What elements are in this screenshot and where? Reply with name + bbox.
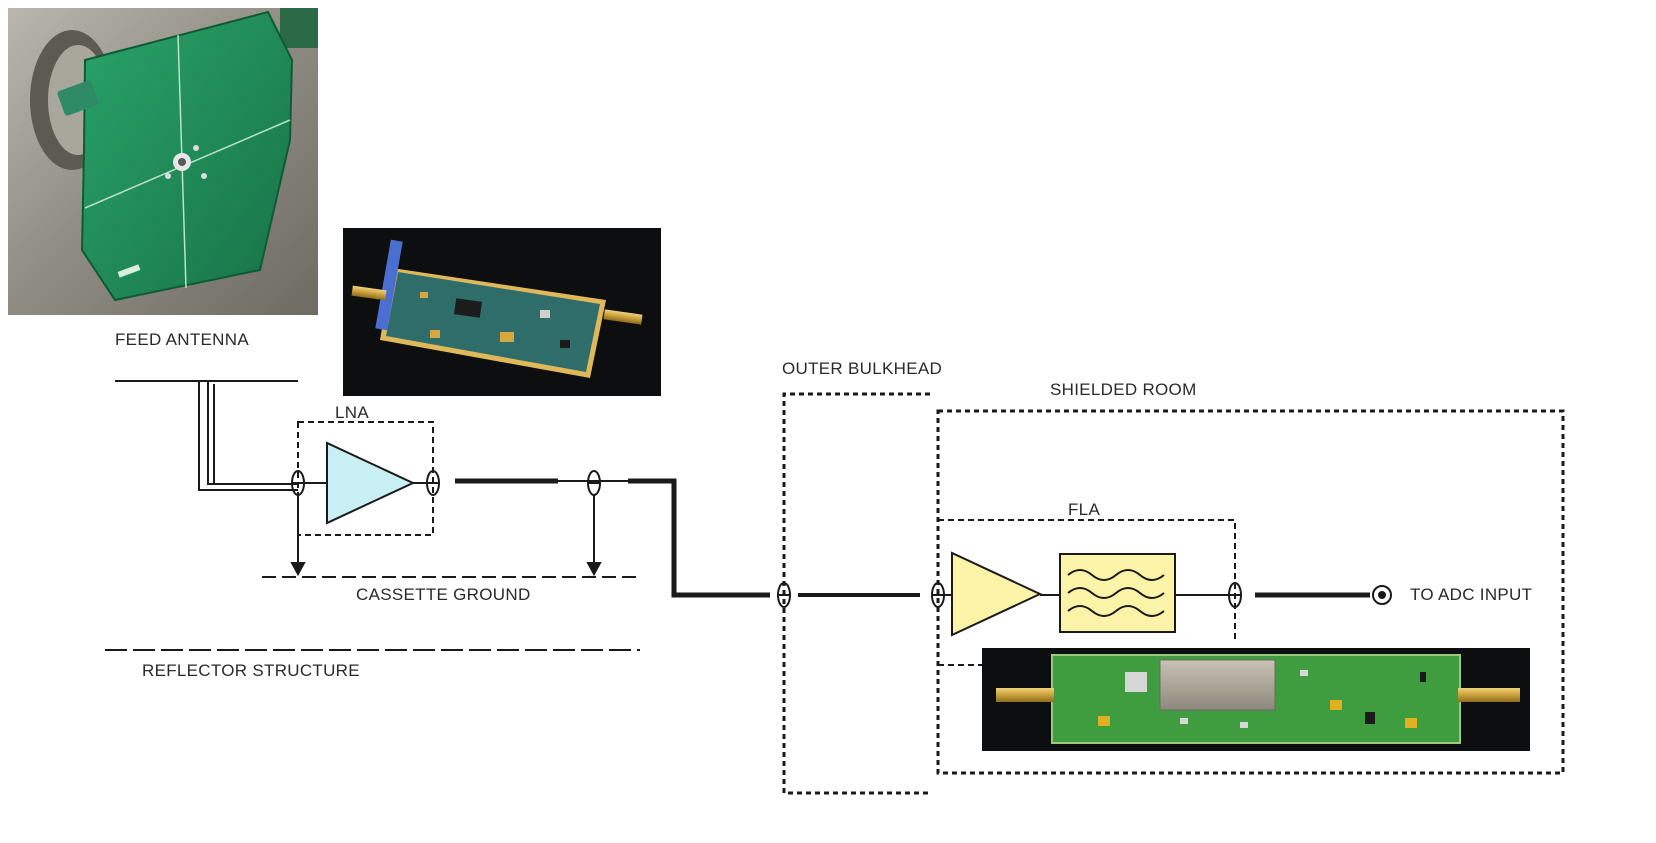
bandpass-filter-icon (1060, 554, 1175, 632)
fla-label: FLA (1068, 500, 1100, 519)
lna-amplifier-icon (327, 443, 413, 523)
cable-connector-icon (588, 471, 600, 495)
adc-terminal-icon (1373, 586, 1391, 604)
fla-board-photo (982, 648, 1530, 751)
fla-amplifier-icon (952, 553, 1040, 635)
shielded-room-connector-icon (932, 583, 944, 607)
shielded-room-label: SHIELDED ROOM (1050, 380, 1197, 399)
feed-antenna-label: FEED ANTENNA (115, 330, 249, 349)
feed-antenna-photo (8, 8, 318, 315)
lna-board-photo (343, 228, 661, 396)
outer-bulkhead-label: OUTER BULKHEAD (782, 359, 942, 378)
reflector-structure-label: REFLECTOR STRUCTURE (142, 661, 360, 680)
to-adc-input-label: TO ADC INPUT (1410, 585, 1532, 604)
antenna-feed-lines (115, 381, 298, 490)
cassette-ground-label: CASSETTE GROUND (356, 585, 531, 604)
lna-label: LNA (335, 403, 369, 422)
